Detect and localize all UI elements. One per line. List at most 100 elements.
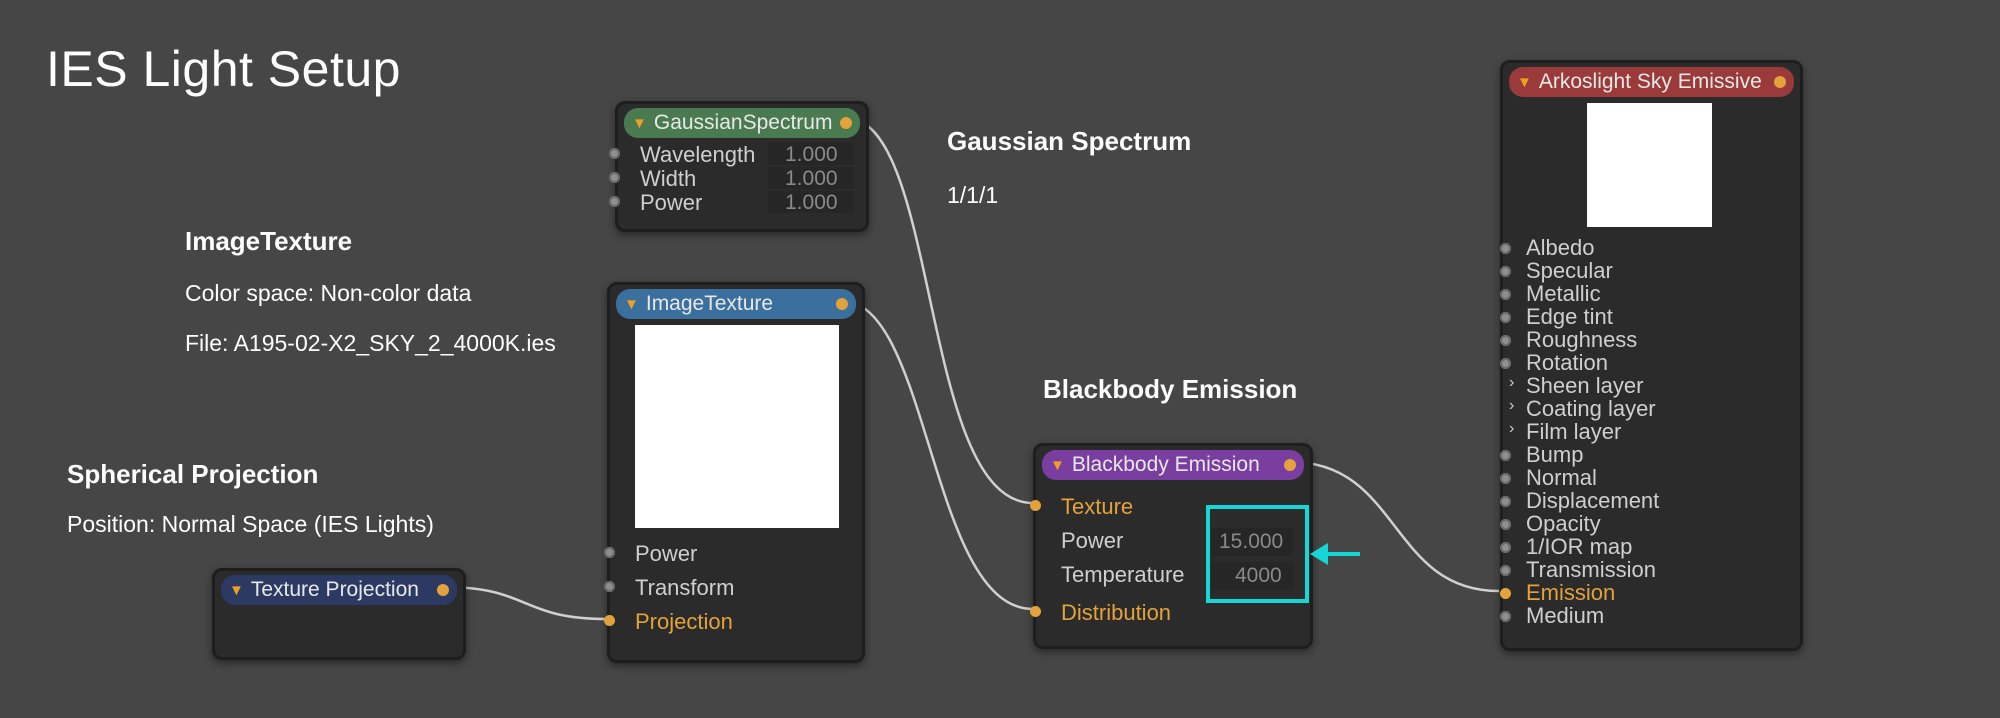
- transmission-label: Transmission: [1526, 557, 1656, 582]
- spherical-annotation-position: Position: Normal Space (IES Lights): [67, 511, 434, 537]
- output-socket[interactable]: [437, 584, 449, 596]
- distribution-socket[interactable]: [1030, 606, 1041, 617]
- bump-socket[interactable]: [1500, 450, 1511, 461]
- texture-preview: [635, 325, 839, 528]
- gaussian-annotation-heading: Gaussian Spectrum: [947, 126, 1192, 156]
- temperature-label: Temperature: [1061, 562, 1185, 587]
- roughness-label: Roughness: [1526, 327, 1638, 352]
- displacement-socket[interactable]: [1500, 496, 1511, 507]
- specular-label: Specular: [1526, 258, 1613, 283]
- projection-socket[interactable]: [604, 615, 615, 626]
- albedo-socket[interactable]: [1500, 243, 1511, 254]
- page-title: IES Light Setup: [46, 41, 401, 97]
- imagetexture-node[interactable]: ▼ ImageTexture Power Transform Projectio…: [604, 282, 865, 663]
- imagetexture-annotation-heading: ImageTexture: [185, 226, 353, 256]
- roughness-socket[interactable]: [1500, 335, 1511, 346]
- edge-tint-socket[interactable]: [1500, 312, 1511, 323]
- wavelength-label: Wavelength: [640, 142, 756, 167]
- collapse-triangle-icon[interactable]: ▼: [1517, 73, 1532, 91]
- wire-projection-to-imagetexture: [443, 585, 608, 621]
- gaussian-annotation-text: 1/1/1: [947, 182, 999, 208]
- power-label: Power: [635, 541, 698, 566]
- temperature-value[interactable]: 4000: [1235, 564, 1282, 587]
- wavelength-field[interactable]: [768, 143, 854, 165]
- ior-map-label: 1/IOR map: [1526, 534, 1633, 559]
- power-label: Power: [640, 190, 703, 215]
- emission-socket[interactable]: [1500, 588, 1511, 599]
- wavelength-value[interactable]: 1.000: [785, 143, 838, 166]
- distribution-label: Distribution: [1061, 600, 1172, 625]
- arrow-left-icon: [1310, 543, 1360, 565]
- ior-map-socket[interactable]: [1500, 542, 1511, 553]
- texture-projection-header[interactable]: ▼ Texture Projection: [221, 575, 457, 605]
- width-field[interactable]: [768, 167, 854, 189]
- rotation-socket[interactable]: [1500, 358, 1511, 369]
- transmission-socket[interactable]: [1500, 565, 1511, 576]
- texture-label: Texture: [1061, 494, 1134, 519]
- albedo-label: Albedo: [1526, 235, 1595, 260]
- width-value[interactable]: 1.000: [785, 167, 838, 190]
- gaussian-spectrum-node[interactable]: ▼ GaussianSpectrum Wavelength 1.000 Widt…: [609, 101, 869, 232]
- chevron-right-icon[interactable]: ›: [1509, 374, 1515, 391]
- texture-socket[interactable]: [1030, 500, 1041, 511]
- specular-socket[interactable]: [1500, 266, 1511, 277]
- output-socket[interactable]: [1284, 459, 1296, 471]
- power-socket[interactable]: [609, 196, 620, 207]
- collapse-triangle-icon[interactable]: ▼: [624, 295, 639, 313]
- output-socket[interactable]: [840, 117, 852, 129]
- node-title: GaussianSpectrum: [653, 111, 833, 134]
- node-title: ImageTexture: [645, 292, 774, 315]
- gaussian-spectrum-header[interactable]: ▼ GaussianSpectrum: [624, 108, 860, 138]
- node-title: Texture Projection: [250, 578, 419, 601]
- wire-blackbody-to-emission: [1290, 460, 1500, 593]
- power-label: Power: [1061, 528, 1124, 553]
- coating-layer-label[interactable]: Coating layer: [1526, 396, 1656, 421]
- node-title: Arkoslight Sky Emissive: [1538, 70, 1762, 93]
- collapse-triangle-icon[interactable]: ▼: [1050, 456, 1065, 474]
- chevron-right-icon[interactable]: ›: [1509, 397, 1515, 414]
- collapse-triangle-icon[interactable]: ▼: [229, 581, 244, 599]
- edge-tint-label: Edge tint: [1526, 304, 1613, 329]
- output-socket[interactable]: [836, 298, 848, 310]
- imagetexture-annotation-colorspace: Color space: Non-color data: [185, 280, 472, 306]
- temperature-field[interactable]: [1211, 562, 1293, 590]
- node-title: Blackbody Emission: [1071, 453, 1260, 476]
- arkoslight-material-node[interactable]: ▼ Arkoslight Sky Emissive Albedo Specula…: [1500, 60, 1803, 651]
- normal-socket[interactable]: [1500, 473, 1511, 484]
- opacity-socket[interactable]: [1500, 519, 1511, 530]
- bump-label: Bump: [1526, 442, 1584, 467]
- material-preview: [1587, 103, 1712, 227]
- blackbody-emission-node[interactable]: ▼ Blackbody Emission Texture Power 15.00…: [1030, 443, 1313, 649]
- opacity-label: Opacity: [1526, 511, 1601, 536]
- medium-socket[interactable]: [1500, 611, 1511, 622]
- film-layer-label[interactable]: Film layer: [1526, 419, 1622, 444]
- normal-label: Normal: [1526, 465, 1597, 490]
- blackbody-emission-header[interactable]: ▼ Blackbody Emission: [1042, 450, 1304, 480]
- wire-imagetexture-to-distribution: [841, 299, 1034, 611]
- spherical-annotation-heading: Spherical Projection: [67, 459, 319, 489]
- imagetexture-header[interactable]: ▼ ImageTexture: [616, 289, 856, 319]
- power-field[interactable]: [768, 191, 854, 213]
- emission-label: Emission: [1526, 580, 1616, 605]
- power-socket[interactable]: [604, 547, 615, 558]
- chevron-right-icon[interactable]: ›: [1509, 420, 1515, 437]
- imagetexture-annotation-file: File: A195-02-X2_SKY_2_4000K.ies: [185, 330, 556, 356]
- wavelength-socket[interactable]: [609, 148, 620, 159]
- rotation-label: Rotation: [1526, 350, 1608, 375]
- wire-gaussian-to-texture: [845, 116, 1034, 505]
- power-field[interactable]: [1211, 528, 1293, 556]
- width-label: Width: [640, 166, 697, 191]
- metallic-label: Metallic: [1526, 281, 1601, 306]
- texture-projection-node[interactable]: ▼ Texture Projection: [212, 568, 466, 660]
- width-socket[interactable]: [609, 172, 620, 183]
- sheen-layer-label[interactable]: Sheen layer: [1526, 373, 1644, 398]
- medium-label: Medium: [1526, 603, 1605, 628]
- blackbody-annotation-heading: Blackbody Emission: [1043, 374, 1298, 404]
- power-value[interactable]: 15.000: [1219, 530, 1284, 553]
- output-socket[interactable]: [1774, 76, 1786, 88]
- metallic-socket[interactable]: [1500, 289, 1511, 300]
- arkoslight-material-header[interactable]: ▼ Arkoslight Sky Emissive: [1509, 67, 1794, 97]
- transform-socket[interactable]: [604, 581, 615, 592]
- collapse-triangle-icon[interactable]: ▼: [632, 114, 647, 132]
- power-value[interactable]: 1.000: [785, 191, 838, 214]
